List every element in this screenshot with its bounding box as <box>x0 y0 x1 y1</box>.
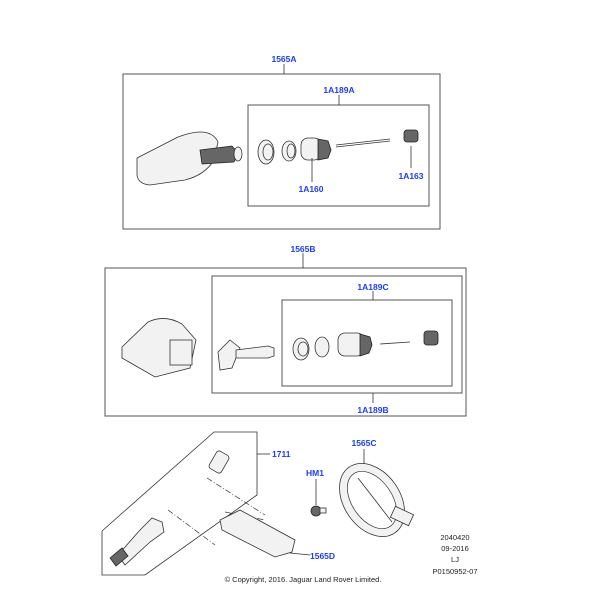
box-1565A <box>122 73 441 230</box>
meta-date: 09-2016 <box>441 544 469 553</box>
callout-1A163[interactable]: 1A163 <box>398 171 423 181</box>
meta-initials: LJ <box>451 555 459 564</box>
screw-HM1-drawing <box>310 505 327 517</box>
meta-illustration-id: P0150952-07 <box>432 567 477 576</box>
box-1565B <box>104 267 467 417</box>
callout-1711[interactable]: 1711 <box>272 449 291 459</box>
callout-1565A[interactable]: 1565A <box>271 54 296 64</box>
bracket-1565C-drawing <box>339 463 415 537</box>
valve-kit-a-drawing <box>257 129 419 165</box>
sensor-1565D-drawing <box>219 509 296 558</box>
valve-kit-c-drawing <box>292 330 439 361</box>
callout-1A189B[interactable]: 1A189B <box>357 405 388 415</box>
callout-1A189C[interactable]: 1A189C <box>357 282 388 292</box>
tpms-sensor-b-drawing <box>121 318 197 378</box>
box-1A189C <box>281 299 453 387</box>
callout-1565B[interactable]: 1565B <box>290 244 315 254</box>
callout-1A189A[interactable]: 1A189A <box>323 85 354 95</box>
tpms-sensor-drawing <box>136 131 243 186</box>
group-1711: 1711 1565D <box>101 431 335 576</box>
box-1A189A <box>247 104 430 207</box>
copyright-notice: © Copyright, 2016. Jaguar Land Rover Lim… <box>225 575 382 584</box>
callout-1565D[interactable]: 1565D <box>310 551 335 561</box>
group-1565B: 1565B 1A189C 1A189B <box>104 244 467 417</box>
group-1565C: 1565C HM1 <box>306 438 415 537</box>
callout-1565C[interactable]: 1565C <box>351 438 376 448</box>
box-1A189B <box>211 275 463 394</box>
group-1565A: 1565A 1A189A 1A160 1A163 <box>122 54 441 230</box>
valve-stem-drawing <box>217 339 275 371</box>
illustration-meta: 2040420 09-2016 LJ P0150952-07 © Copyrig… <box>225 533 478 584</box>
outline-1711 <box>101 431 258 576</box>
meta-code: 2040420 <box>440 533 469 542</box>
callout-1A160[interactable]: 1A160 <box>298 184 323 194</box>
valve-parts-drawing <box>109 450 230 567</box>
callout-HM1[interactable]: HM1 <box>306 468 324 478</box>
